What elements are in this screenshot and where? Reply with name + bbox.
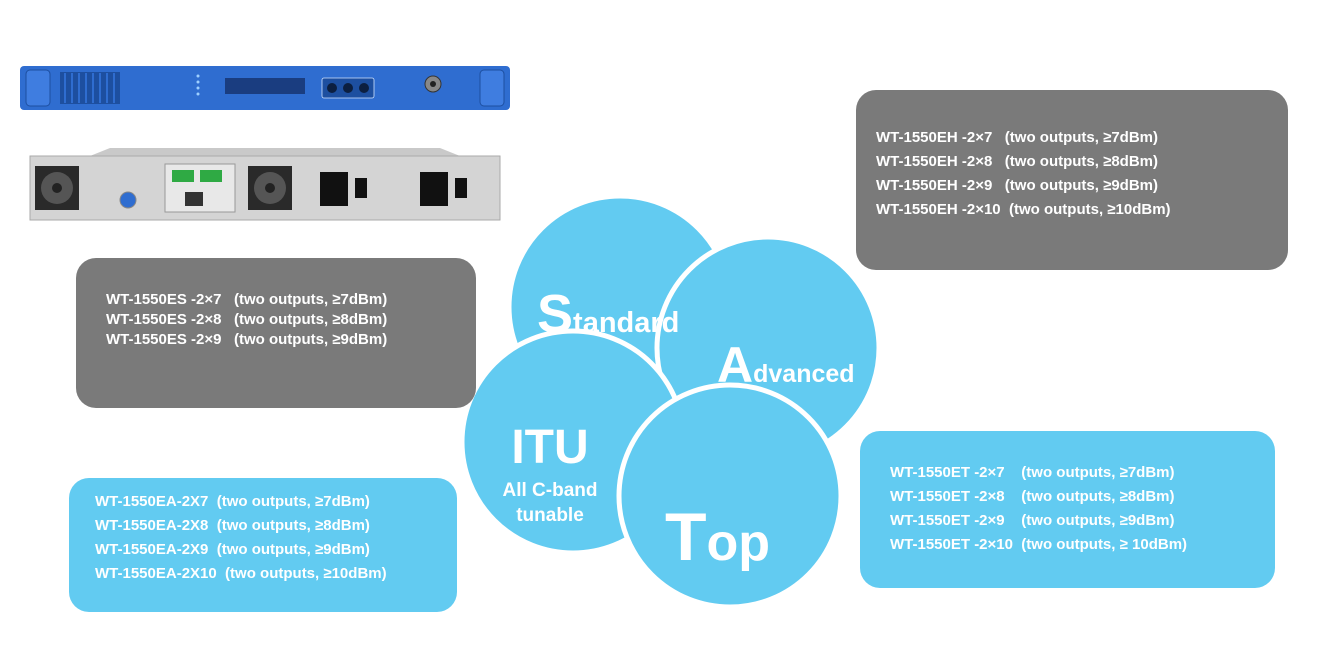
label-itu-line2: tunable	[516, 505, 584, 526]
vent-slots-icon	[60, 72, 120, 104]
model-line: WT-1550ET -2×10 (two outputs, ≥ 10dBm)	[890, 536, 1188, 553]
front-panel	[20, 66, 510, 110]
ethernet-port-icon	[185, 192, 203, 206]
model-line: WT-1550ES -2×8 (two outputs, ≥8dBm)	[106, 311, 388, 328]
button-icon	[343, 83, 353, 93]
button-icon	[327, 83, 337, 93]
et-model-list: WT-1550ET -2×7 (two outputs, ≥7dBm) WT-1…	[860, 431, 1275, 588]
model-line: WT-1550EA-2X10 (two outputs, ≥10dBm)	[95, 565, 387, 582]
ea-model-list: WT-1550EA-2X7 (two outputs, ≥7dBm) WT-15…	[69, 478, 457, 612]
power-switch-icon	[455, 178, 467, 198]
model-line: WT-1550EH -2×10 (two outputs, ≥10dBm)	[876, 201, 1171, 218]
fan-icon	[35, 166, 79, 210]
label-advanced: Advanced	[717, 337, 855, 393]
model-line: WT-1550EA-2X7 (two outputs, ≥7dBm)	[95, 493, 370, 510]
es-model-list: WT-1550ES -2×7 (two outputs, ≥7dBm) WT-1…	[76, 258, 476, 408]
button-icon	[359, 83, 369, 93]
label-itu-line1: All C-band	[503, 480, 598, 501]
model-line: WT-1550EH -2×8 (two outputs, ≥8dBm)	[876, 153, 1159, 170]
model-line: WT-1550ET -2×9 (two outputs, ≥9dBm)	[890, 512, 1175, 529]
model-line: WT-1550ET -2×8 (two outputs, ≥8dBm)	[890, 488, 1175, 505]
model-line: WT-1550ES -2×7 (two outputs, ≥7dBm)	[106, 291, 388, 308]
model-line: WT-1550ES -2×9 (two outputs, ≥9dBm)	[106, 331, 388, 348]
rear-panel	[29, 148, 501, 221]
lcd-display	[225, 78, 305, 94]
label-top: Top	[665, 499, 770, 575]
power-socket-icon	[320, 172, 348, 206]
label-standard: Standard	[537, 284, 679, 344]
circle-top	[616, 382, 844, 610]
power-socket-icon	[420, 172, 448, 206]
model-line: WT-1550EA-2X8 (two outputs, ≥8dBm)	[95, 517, 370, 534]
device-illustration	[20, 66, 510, 221]
model-line: WT-1550EA-2X9 (two outputs, ≥9dBm)	[95, 541, 370, 558]
power-switch-icon	[355, 178, 367, 198]
eh-model-list: WT-1550EH -2×7 (two outputs, ≥7dBm) WT-1…	[856, 90, 1288, 270]
fan-icon	[248, 166, 292, 210]
product-series-diagram: Standard Advanced ITU All C-band tunable…	[459, 193, 882, 610]
model-line: WT-1550ET -2×7 (two outputs, ≥7dBm)	[890, 464, 1175, 481]
knob-icon	[119, 191, 137, 209]
label-itu-title: ITU	[511, 421, 588, 474]
model-line: WT-1550EH -2×9 (two outputs, ≥9dBm)	[876, 177, 1159, 194]
model-line: WT-1550EH -2×7 (two outputs, ≥7dBm)	[876, 129, 1159, 146]
